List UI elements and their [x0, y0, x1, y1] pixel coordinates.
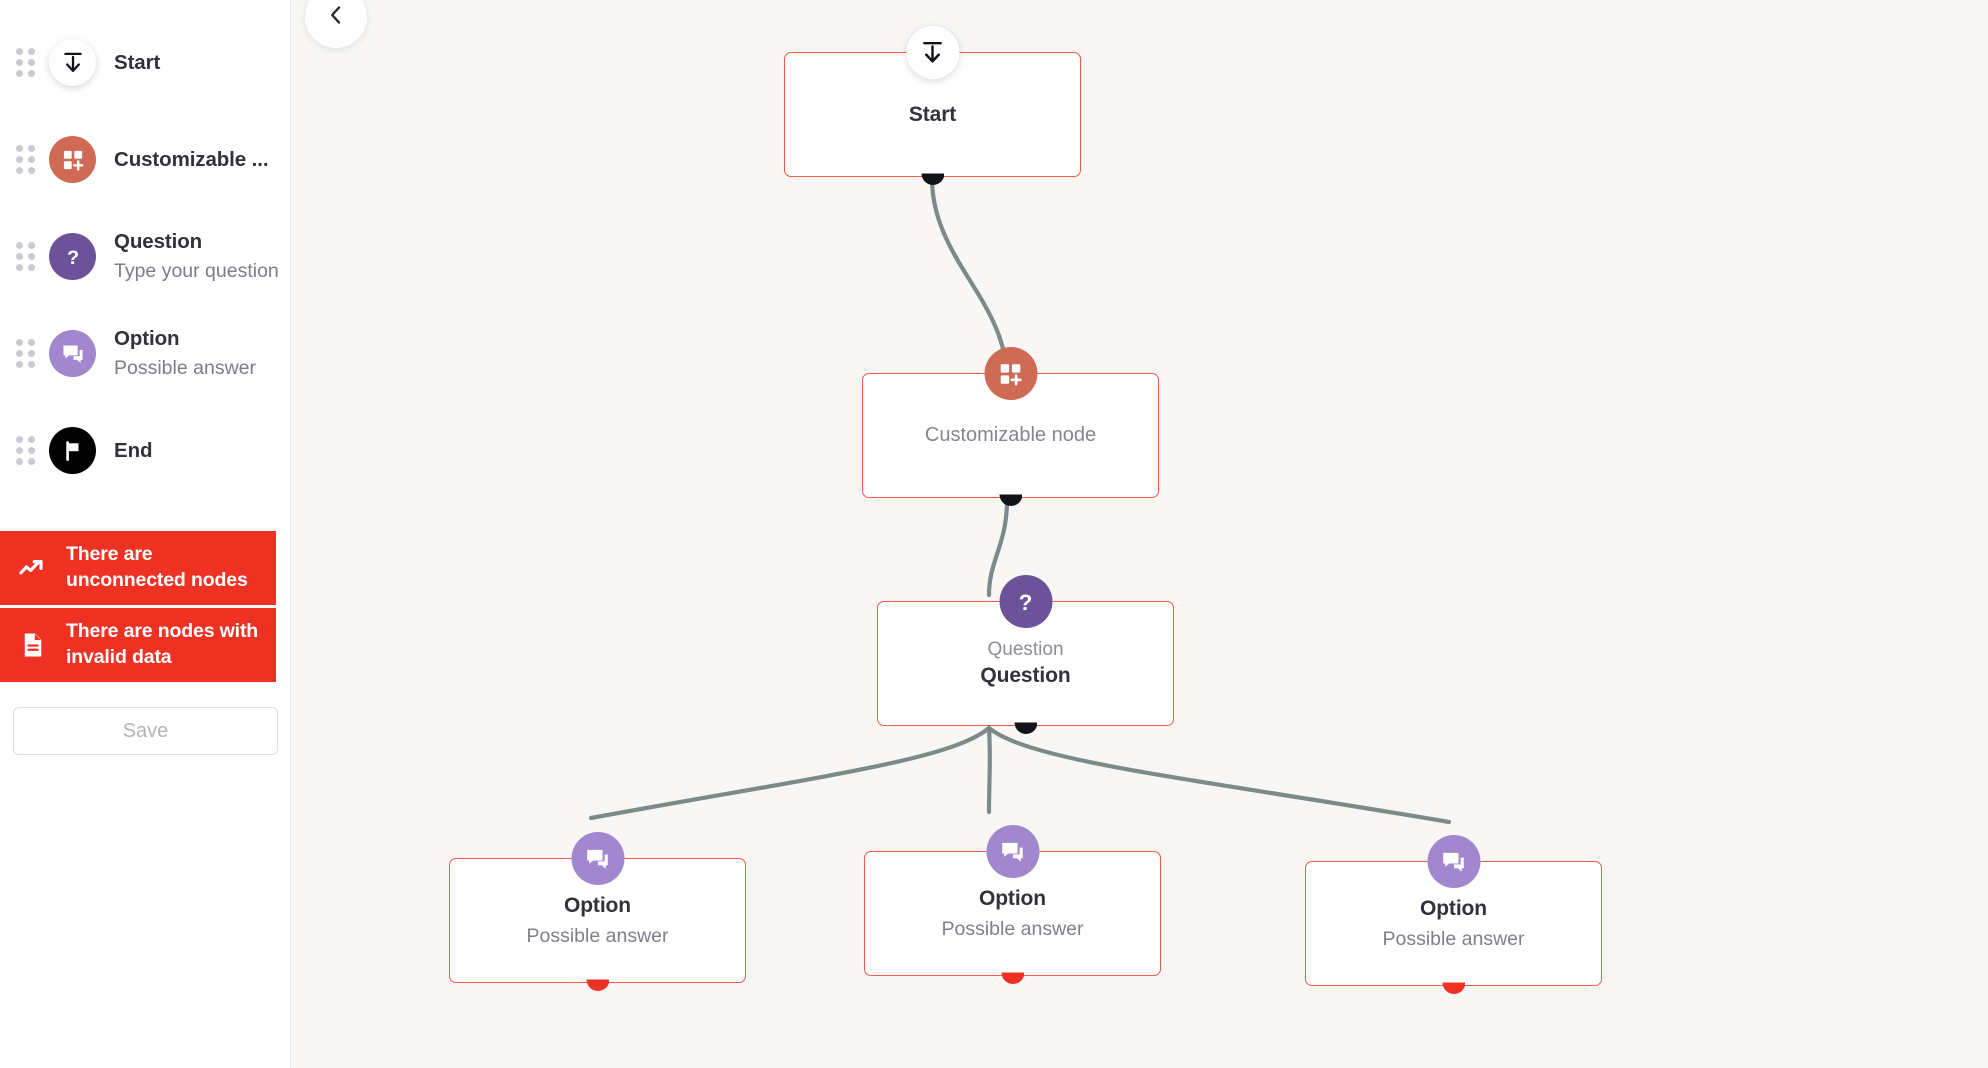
node-type-label: Question: [987, 639, 1064, 660]
flow-node-option-3[interactable]: Option Possible answer: [1305, 835, 1602, 994]
trend-arrow-icon: [0, 552, 66, 584]
edge-question-to-option1: [588, 725, 992, 821]
start-arrow-icon: [906, 26, 959, 79]
flow-node-customizable[interactable]: Customizable node: [862, 347, 1159, 506]
document-icon: [0, 630, 66, 660]
node-palette-sidebar: Start Customizable ...: [0, 0, 291, 1068]
flow-node-option-1[interactable]: Option Possible answer: [449, 832, 746, 991]
drag-handle-icon[interactable]: [14, 240, 36, 274]
palette-item-subtitle: Type your question: [114, 260, 279, 283]
warning-text: There are nodes with invalid data: [66, 620, 259, 668]
palette-item-text: Customizable ...: [114, 147, 269, 173]
source-handle[interactable]: [1442, 982, 1465, 994]
node-title: Option: [563, 893, 632, 917]
svg-text:?: ?: [1019, 590, 1033, 615]
warning-text: There are unconnected nodes: [66, 543, 248, 591]
source-handle[interactable]: [1014, 722, 1037, 734]
palette-item-text: Option Possible answer: [114, 326, 256, 382]
chat-bubble-icon: [571, 832, 624, 885]
edge-start-to-customizable: [929, 175, 1010, 383]
chevron-left-icon: [324, 3, 348, 32]
flow-node-start[interactable]: Start: [784, 26, 1081, 185]
palette-item-text: End: [114, 438, 153, 464]
customizable-grid-plus-icon: [49, 136, 96, 183]
warning-invalid-data[interactable]: There are nodes with invalid data: [0, 608, 276, 682]
drag-handle-icon[interactable]: [14, 143, 36, 177]
edge-question-to-option2: [986, 725, 992, 815]
source-handle[interactable]: [999, 494, 1022, 506]
palette-item-title: Question: [114, 229, 203, 253]
edge-question-to-option3: [986, 725, 1452, 825]
flow-canvas[interactable]: Start Customizable node ?: [291, 0, 1988, 1068]
customizable-grid-plus-icon: [984, 347, 1037, 400]
drag-handle-icon[interactable]: [14, 46, 36, 80]
node-title: Option: [978, 886, 1047, 910]
node-title: Question: [980, 664, 1071, 687]
edge-customizable-to-question: [986, 497, 1010, 598]
drag-handle-icon[interactable]: [14, 337, 36, 371]
source-handle[interactable]: [586, 979, 609, 991]
svg-text:?: ?: [66, 247, 78, 269]
palette-item-text: Start: [114, 50, 160, 76]
drag-handle-icon[interactable]: [14, 434, 36, 468]
palette-item-title: Start: [114, 50, 161, 74]
palette-item-text: Question Type your question: [114, 229, 279, 285]
palette-item-question[interactable]: ? Question Type your question: [0, 208, 290, 305]
question-mark-icon: ?: [999, 575, 1052, 628]
save-button[interactable]: Save: [13, 707, 278, 755]
chat-bubble-icon: [49, 330, 96, 377]
node-subtitle: Possible answer: [941, 917, 1084, 940]
question-mark-icon: ?: [49, 233, 96, 280]
flag-icon: [49, 427, 96, 474]
collapse-sidebar-button[interactable]: [305, 0, 367, 48]
node-title: Option: [1419, 896, 1488, 920]
source-handle[interactable]: [921, 173, 944, 185]
warnings-list: There are unconnected nodes There are no…: [0, 531, 290, 682]
palette-item-title: Customizable ...: [114, 147, 269, 171]
node-title: Start: [908, 102, 957, 126]
palette-item-customizable-node[interactable]: Customizable ...: [0, 111, 290, 208]
palette-item-end[interactable]: End: [0, 402, 290, 499]
palette-item-start[interactable]: Start: [0, 14, 290, 111]
source-handle[interactable]: [1001, 972, 1024, 984]
flow-node-question[interactable]: ? Question Question: [877, 575, 1174, 734]
palette-item-subtitle: Possible answer: [114, 357, 256, 380]
node-title: Customizable node: [924, 424, 1097, 446]
save-button-container: Save: [0, 685, 290, 755]
flow-node-option-2[interactable]: Option Possible answer: [864, 825, 1161, 984]
chat-bubble-icon: [1427, 835, 1480, 888]
palette-item-title: End: [114, 438, 153, 462]
node-subtitle: Possible answer: [526, 924, 669, 947]
node-subtitle: Possible answer: [1382, 927, 1525, 950]
palette-item-option[interactable]: Option Possible answer: [0, 305, 290, 402]
start-arrow-icon: [49, 39, 96, 86]
chat-bubble-icon: [986, 825, 1039, 878]
warning-unconnected-nodes[interactable]: There are unconnected nodes: [0, 531, 276, 605]
palette-item-title: Option: [114, 326, 180, 350]
